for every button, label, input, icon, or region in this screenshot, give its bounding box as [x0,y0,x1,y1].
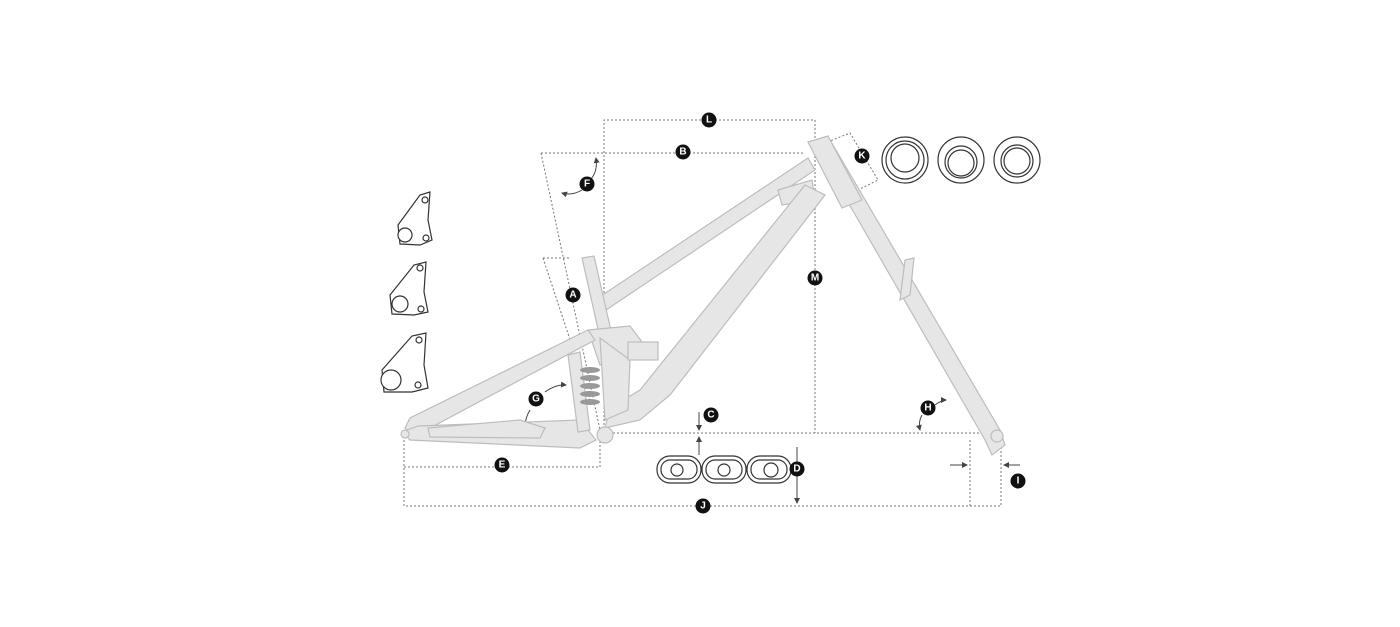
headset-cups [881,136,1041,184]
svg-text:D: D [793,464,800,475]
svg-text:K: K [858,151,866,162]
svg-text:C: C [707,410,714,421]
svg-text:J: J [700,501,706,512]
fork-guard [899,257,915,302]
label-b: B [675,144,691,160]
svg-text:G: G [532,394,540,405]
svg-text:H: H [924,403,931,414]
svg-text:I: I [1017,476,1020,487]
label-l: L [701,112,717,128]
label-m: M [807,270,823,286]
svg-text:A: A [569,290,576,301]
bottom-bracket [596,426,614,444]
link-strut [567,351,591,433]
rear-shock-spring [580,367,600,405]
rear-shock-reservoir [627,341,659,361]
label-g: G [528,391,544,407]
svg-text:B: B [679,147,686,158]
bike-frame [400,135,1006,456]
down-tube [604,184,826,429]
head-tube [807,135,863,209]
label-e: E [494,457,510,473]
label-k: K [854,148,870,164]
label-a: A [565,287,581,303]
bottom-bracket-shells [656,455,792,484]
shock-mount [599,336,631,421]
derailleur-hangers [380,191,433,393]
svg-text:M: M [811,273,819,284]
label-f: F [579,176,595,192]
label-j: J [695,498,711,514]
label-i: I [1010,473,1026,489]
rear-dropout [400,429,410,439]
label-c: C [703,407,719,423]
svg-text:F: F [584,179,590,190]
label-h: H [920,400,936,416]
svg-text:E: E [499,460,506,471]
label-d: D [789,461,805,477]
fork-dropout [990,429,1004,443]
svg-text:L: L [706,115,712,126]
chainstay-guard [427,419,546,439]
